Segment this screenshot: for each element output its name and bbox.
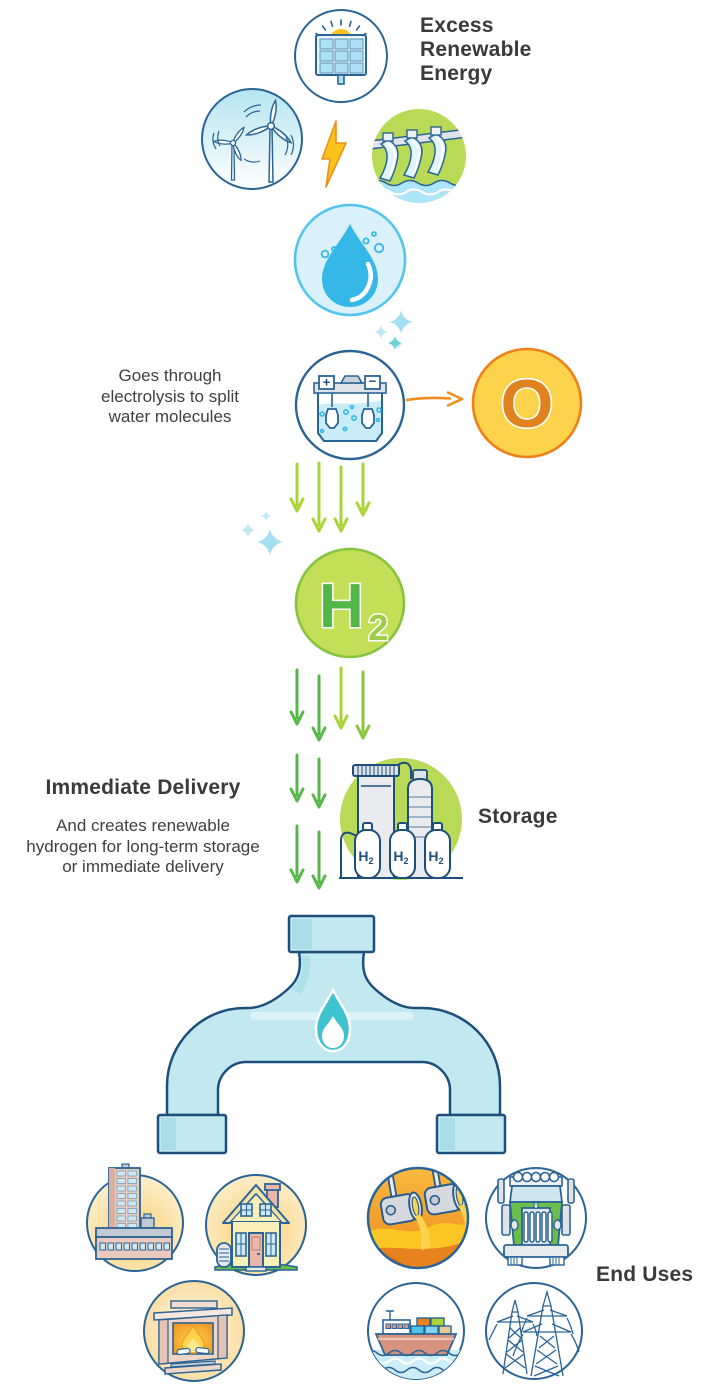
flame-icon <box>314 987 352 1053</box>
high-rise <box>108 1163 141 1233</box>
water-drop-icon <box>293 203 407 317</box>
h2-bottles: H2 H2 H2 <box>354 822 451 879</box>
droplet <box>322 224 378 307</box>
commercial-buildings-icon <box>86 1163 184 1272</box>
ladle <box>379 1173 431 1251</box>
plus-terminal-label: + <box>323 375 331 390</box>
electrode-terminals: + − <box>318 374 381 390</box>
lightning-icon <box>321 120 347 188</box>
sparkle-icon <box>240 511 283 555</box>
bottle-label: H <box>428 848 438 864</box>
immediate-delivery-heading: Immediate Delivery <box>45 776 241 799</box>
bottle-label: H <box>358 848 368 864</box>
truck <box>497 1171 575 1266</box>
solar-panel-icon <box>294 9 388 103</box>
bottle-label: H <box>393 848 403 864</box>
house <box>216 1183 290 1272</box>
storage-tanks-icon: H2 H2 H2 <box>339 758 463 880</box>
end-uses-label: End Uses <box>596 1263 694 1286</box>
immediate-delivery-body: And creates renewable hydrogen for long-… <box>26 816 260 877</box>
oxygen-symbol: O <box>501 366 554 442</box>
down-arrows-group <box>289 666 371 742</box>
metal-pouring-icon <box>366 1166 470 1270</box>
power-towers-icon <box>485 1282 583 1380</box>
svg-text:H2: H2 <box>393 848 408 866</box>
pipe-flanges <box>156 914 507 1155</box>
low-building <box>95 1213 173 1260</box>
hydro-dam-icon <box>372 109 466 203</box>
ship-icon <box>367 1282 465 1380</box>
containers <box>410 1317 452 1335</box>
down-arrows-group <box>289 824 327 890</box>
hydrogen-subscript: 2 <box>368 607 388 648</box>
minus-terminal-label: − <box>369 374 377 389</box>
fireplace-icon <box>143 1280 245 1382</box>
hydrogen-symbol: H <box>319 572 364 641</box>
title-excess-renewable-energy: Excess Renewable Energy <box>420 14 532 86</box>
down-arrows-group <box>289 461 371 533</box>
svg-text:H2: H2 <box>428 848 443 866</box>
wind-turbines-icon <box>201 88 303 190</box>
transmission-towers <box>488 1289 580 1377</box>
down-arrows-group <box>289 753 327 809</box>
sparkle-icon <box>388 336 402 350</box>
fireplace <box>153 1300 233 1375</box>
svg-text:H2: H2 <box>358 848 373 866</box>
arrow-to-oxygen-icon <box>405 391 464 407</box>
svg-text:H 2: H 2 <box>319 572 388 648</box>
oxygen-circle: O <box>471 347 583 459</box>
storage-label: Storage <box>478 805 558 828</box>
house-icon <box>205 1174 307 1276</box>
electrolysis-caption: Goes through electrolysis to split water… <box>101 366 239 427</box>
hydrogen-circle: H 2 <box>294 547 406 659</box>
truck-icon <box>485 1167 587 1269</box>
pipe-splitter-icon <box>156 914 507 1155</box>
electrolyzer-icon: + − <box>294 349 406 461</box>
solar-panel <box>315 34 367 85</box>
spillways <box>378 126 447 182</box>
sparkle-icon <box>374 310 413 350</box>
